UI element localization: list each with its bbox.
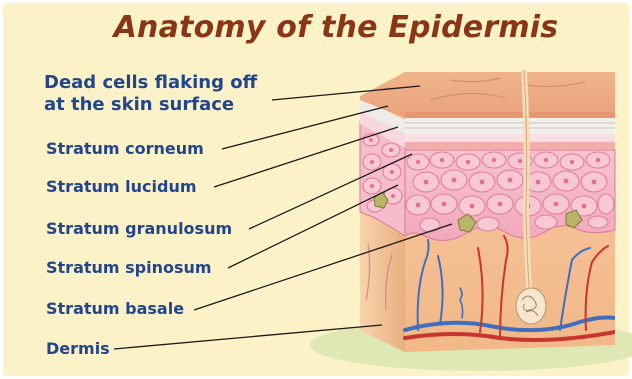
label-stratum-spinosum: Stratum spinosum bbox=[46, 258, 212, 278]
label-dead-cells-line2: at the skin surface bbox=[44, 94, 234, 115]
label-stratum-granulosum: Stratum granulosum bbox=[46, 219, 232, 239]
stratum-lucidum-band bbox=[405, 134, 615, 142]
stratum-corneum-band bbox=[405, 118, 615, 134]
label-dead-cells-line1: Dead cells flaking off bbox=[44, 72, 257, 93]
label-stratum-basale: Stratum basale bbox=[46, 299, 184, 319]
label-stratum-corneum: Stratum corneum bbox=[46, 139, 204, 159]
diagram-title: Anatomy of the Epidermis bbox=[0, 10, 632, 45]
hair-follicle bbox=[516, 288, 546, 324]
skin-surface-front-edge bbox=[405, 112, 615, 118]
label-stratum-lucidum: Stratum lucidum bbox=[46, 177, 197, 197]
label-dermis: Dermis bbox=[46, 339, 110, 359]
stratum-granulosum-band bbox=[405, 142, 615, 150]
